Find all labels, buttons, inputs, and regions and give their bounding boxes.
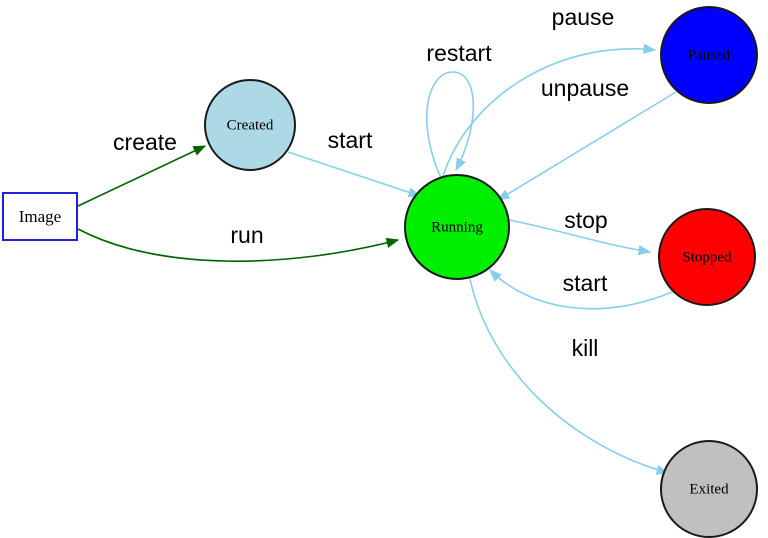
edge-restart: restart [426,40,492,179]
edge-run-path [77,228,400,262]
edge-start-created: start [287,127,422,198]
node-paused-label: Paused [688,47,731,63]
node-paused[interactable]: Paused [660,6,758,104]
edge-label-run: run [230,222,263,248]
node-stopped-label: Stopped [682,249,732,265]
edge-label-start-stopped: start [563,270,608,296]
node-stopped-circle[interactable] [658,208,756,306]
edge-pause-path [442,43,657,177]
edge-stop-path [508,219,652,256]
node-running-circle[interactable] [404,174,510,280]
node-exited-circle[interactable] [660,440,758,538]
node-created-circle[interactable] [204,79,296,171]
node-created-label: Created [227,117,274,133]
edge-kill-path [469,278,670,475]
edge-run: run [77,222,400,262]
node-paused-circle[interactable] [660,6,758,104]
edge-create: create [77,129,207,207]
edge-label-stop: stop [564,207,607,233]
node-exited-label: Exited [689,481,729,497]
edge-restart-path [426,71,475,179]
node-stopped[interactable]: Stopped [658,208,756,306]
node-running-label: Running [431,219,483,235]
edge-unpause-path [496,91,677,201]
edge-label-create: create [113,129,177,155]
node-image-label: Image [19,207,61,226]
edge-unpause: unpause [496,75,677,201]
edge-label-unpause: unpause [541,75,629,101]
edge-label-start-created: start [328,127,373,153]
node-created[interactable]: Created [204,79,296,171]
node-exited[interactable]: Exited [660,440,758,538]
node-running[interactable]: Running [404,174,510,280]
edge-create-path [77,145,207,207]
edge-start-stopped: start [489,269,673,310]
node-image[interactable]: Image [2,192,78,241]
edge-start-created-path [287,151,422,198]
edge-label-restart: restart [426,40,492,66]
edge-pause: pause [442,4,657,177]
node-image-rect[interactable] [2,192,78,241]
edge-kill: kill [469,278,670,475]
edge-stop: stop [508,207,652,256]
edge-label-pause: pause [552,4,615,30]
edge-label-kill: kill [572,335,599,361]
edge-start-stopped-path [489,269,673,310]
